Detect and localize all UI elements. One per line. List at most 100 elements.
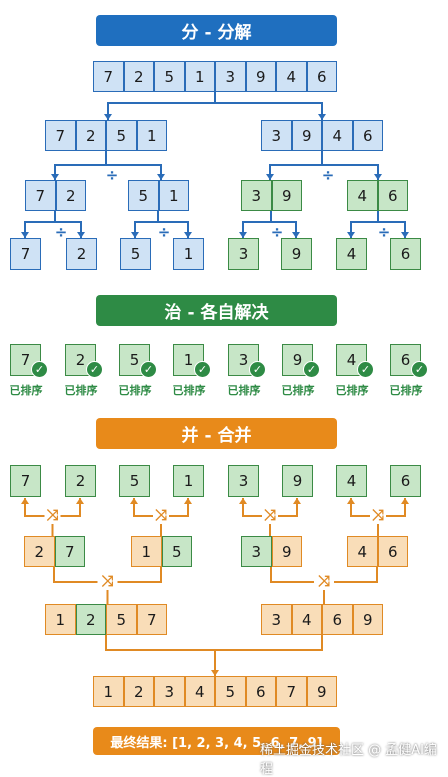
divide-split-root-right-arrowhead [318, 114, 326, 120]
sorted-label: 已排序 [389, 384, 423, 397]
merge-quad-left-cell: 2 [75, 604, 106, 635]
check-icon: ✓ [249, 361, 266, 378]
merge-swap-arrow-l-3 [350, 498, 370, 517]
divide-level1-right-cell: 6 [352, 120, 383, 151]
divide-level3-cell: 5 [120, 238, 151, 270]
divide-split-l1-1 [269, 151, 323, 180]
divide-level0-cell: 7 [93, 61, 124, 92]
divide-level0-cell: 4 [276, 61, 307, 92]
divide-split-l1-1-arrowhead [266, 174, 274, 180]
merge-pair-cell: 3 [241, 536, 272, 567]
sorted-label: 已排序 [281, 384, 315, 397]
merge-pair-cell: 4 [347, 536, 378, 567]
sorted-label: 已排序 [9, 384, 43, 397]
divide-symbol: ÷ [321, 166, 335, 184]
merge-single-cell: 7 [10, 465, 41, 497]
merge-swap-arrow-r-1 [169, 498, 189, 517]
divide-level1-right-cell: 4 [322, 120, 353, 151]
merge-quad-right-cell: 3 [261, 604, 292, 635]
sorted-label: 已排序 [64, 384, 98, 397]
merge-final-cell: 7 [276, 676, 307, 707]
merge-quad-right-cell: 4 [291, 604, 322, 635]
check-icon: ✓ [411, 361, 428, 378]
divide-split-l2-1 [134, 211, 159, 238]
divide-level2-cell: 5 [128, 180, 159, 211]
conquer-item: 2 [65, 344, 96, 376]
divide-level2-cell: 9 [271, 180, 302, 211]
merge-final-cell: 1 [93, 676, 124, 707]
check-icon: ✓ [86, 361, 103, 378]
merge-final-cell: 6 [245, 676, 276, 707]
merge-single-cell: 2 [65, 465, 96, 497]
merge-swap-arrow-l-1 [133, 498, 153, 517]
merge-pair-cell: 2 [24, 536, 55, 567]
divide-split-l1b-0-arrowhead [157, 174, 165, 180]
divide-level3-cell: 6 [390, 238, 421, 270]
merge-pair-cell: 7 [54, 536, 85, 567]
merge-pair-arrow-l-0 [53, 567, 98, 583]
divide-split-l2-0 [24, 211, 56, 238]
sorted-label: 已排序 [335, 384, 369, 397]
merge-title: 并 - 合并 [96, 418, 337, 449]
merge-single-cell: 9 [282, 465, 313, 497]
check-icon: ✓ [31, 361, 48, 378]
divide-level3-cell: 2 [66, 238, 97, 270]
divide-split-l1b-1-arrowhead [374, 174, 382, 180]
merge-final-cell: 9 [306, 676, 337, 707]
divide-level2-cell: 3 [241, 180, 272, 211]
conquer-title: 治 - 各自解决 [96, 295, 337, 326]
divide-split-l2-1-arrowhead [131, 232, 139, 238]
divide-split-root [107, 92, 216, 120]
merge-swap-arrow-l-2 [242, 498, 262, 517]
merge-final-join-l [105, 635, 215, 651]
divide-level3-cell: 9 [281, 238, 312, 270]
merge-quad-left-cell: 1 [45, 604, 76, 635]
shuffle-icon: ⤨ [371, 506, 384, 524]
divide-level0-cell: 5 [154, 61, 185, 92]
divide-level1-right-cell: 3 [261, 120, 292, 151]
divide-symbol: ÷ [157, 223, 171, 241]
merge-single-cell: 3 [228, 465, 259, 497]
divide-level1-left-cell: 5 [106, 120, 137, 151]
merge-single-cell: 4 [336, 465, 367, 497]
merge-final-cell: 4 [184, 676, 215, 707]
divide-level0-cell: 2 [123, 61, 154, 92]
divide-split-l2-2 [242, 211, 272, 238]
check-icon: ✓ [357, 361, 374, 378]
divide-title: 分 - 分解 [96, 15, 337, 46]
merge-pair-arrow-r-1 [334, 567, 378, 583]
merge-single-cell: 6 [390, 465, 421, 497]
merge-final-cell: 2 [123, 676, 154, 707]
merge-swap-arrow-l-0 [24, 498, 45, 517]
divide-level1-left-cell: 1 [136, 120, 167, 151]
divide-level2-cell: 2 [55, 180, 86, 211]
merge-swap-arrow-r-2-arrowhead [293, 498, 301, 504]
merge-swap-arrow-l-3-arrowhead [347, 498, 355, 504]
merge-swap-arrow-r-3-arrowhead [401, 498, 409, 504]
merge-final-cell: 3 [154, 676, 185, 707]
divide-level1-left-cell: 7 [45, 120, 76, 151]
divide-level2-cell: 6 [377, 180, 408, 211]
merge-swap-arrow-l-2-arrowhead [239, 498, 247, 504]
divide-level2-cell: 7 [25, 180, 56, 211]
shuffle-icon: ⤨ [101, 572, 114, 590]
divide-level2-cell: 4 [347, 180, 378, 211]
divide-level3-cell: 7 [10, 238, 41, 270]
shuffle-icon: ⤨ [263, 506, 276, 524]
merge-quad-right-cell: 6 [322, 604, 353, 635]
divide-split-l2b-3-arrowhead [401, 232, 409, 238]
divide-split-l2-3-arrowhead [347, 232, 355, 238]
divide-level2-cell: 1 [158, 180, 189, 211]
check-icon: ✓ [140, 361, 157, 378]
divide-split-l2b-1-arrowhead [184, 232, 192, 238]
check-icon: ✓ [303, 361, 320, 378]
sorted-label: 已排序 [172, 384, 206, 397]
sorted-label: 已排序 [227, 384, 261, 397]
divide-symbol: ÷ [54, 223, 68, 241]
divide-level1-right-cell: 9 [291, 120, 322, 151]
merge-pair-arrow-r-0 [117, 567, 162, 583]
final-result: 最终结果: [1, 2, 3, 4, 5, 6, 7, 9] [93, 727, 340, 755]
sorted-label: 已排序 [118, 384, 152, 397]
